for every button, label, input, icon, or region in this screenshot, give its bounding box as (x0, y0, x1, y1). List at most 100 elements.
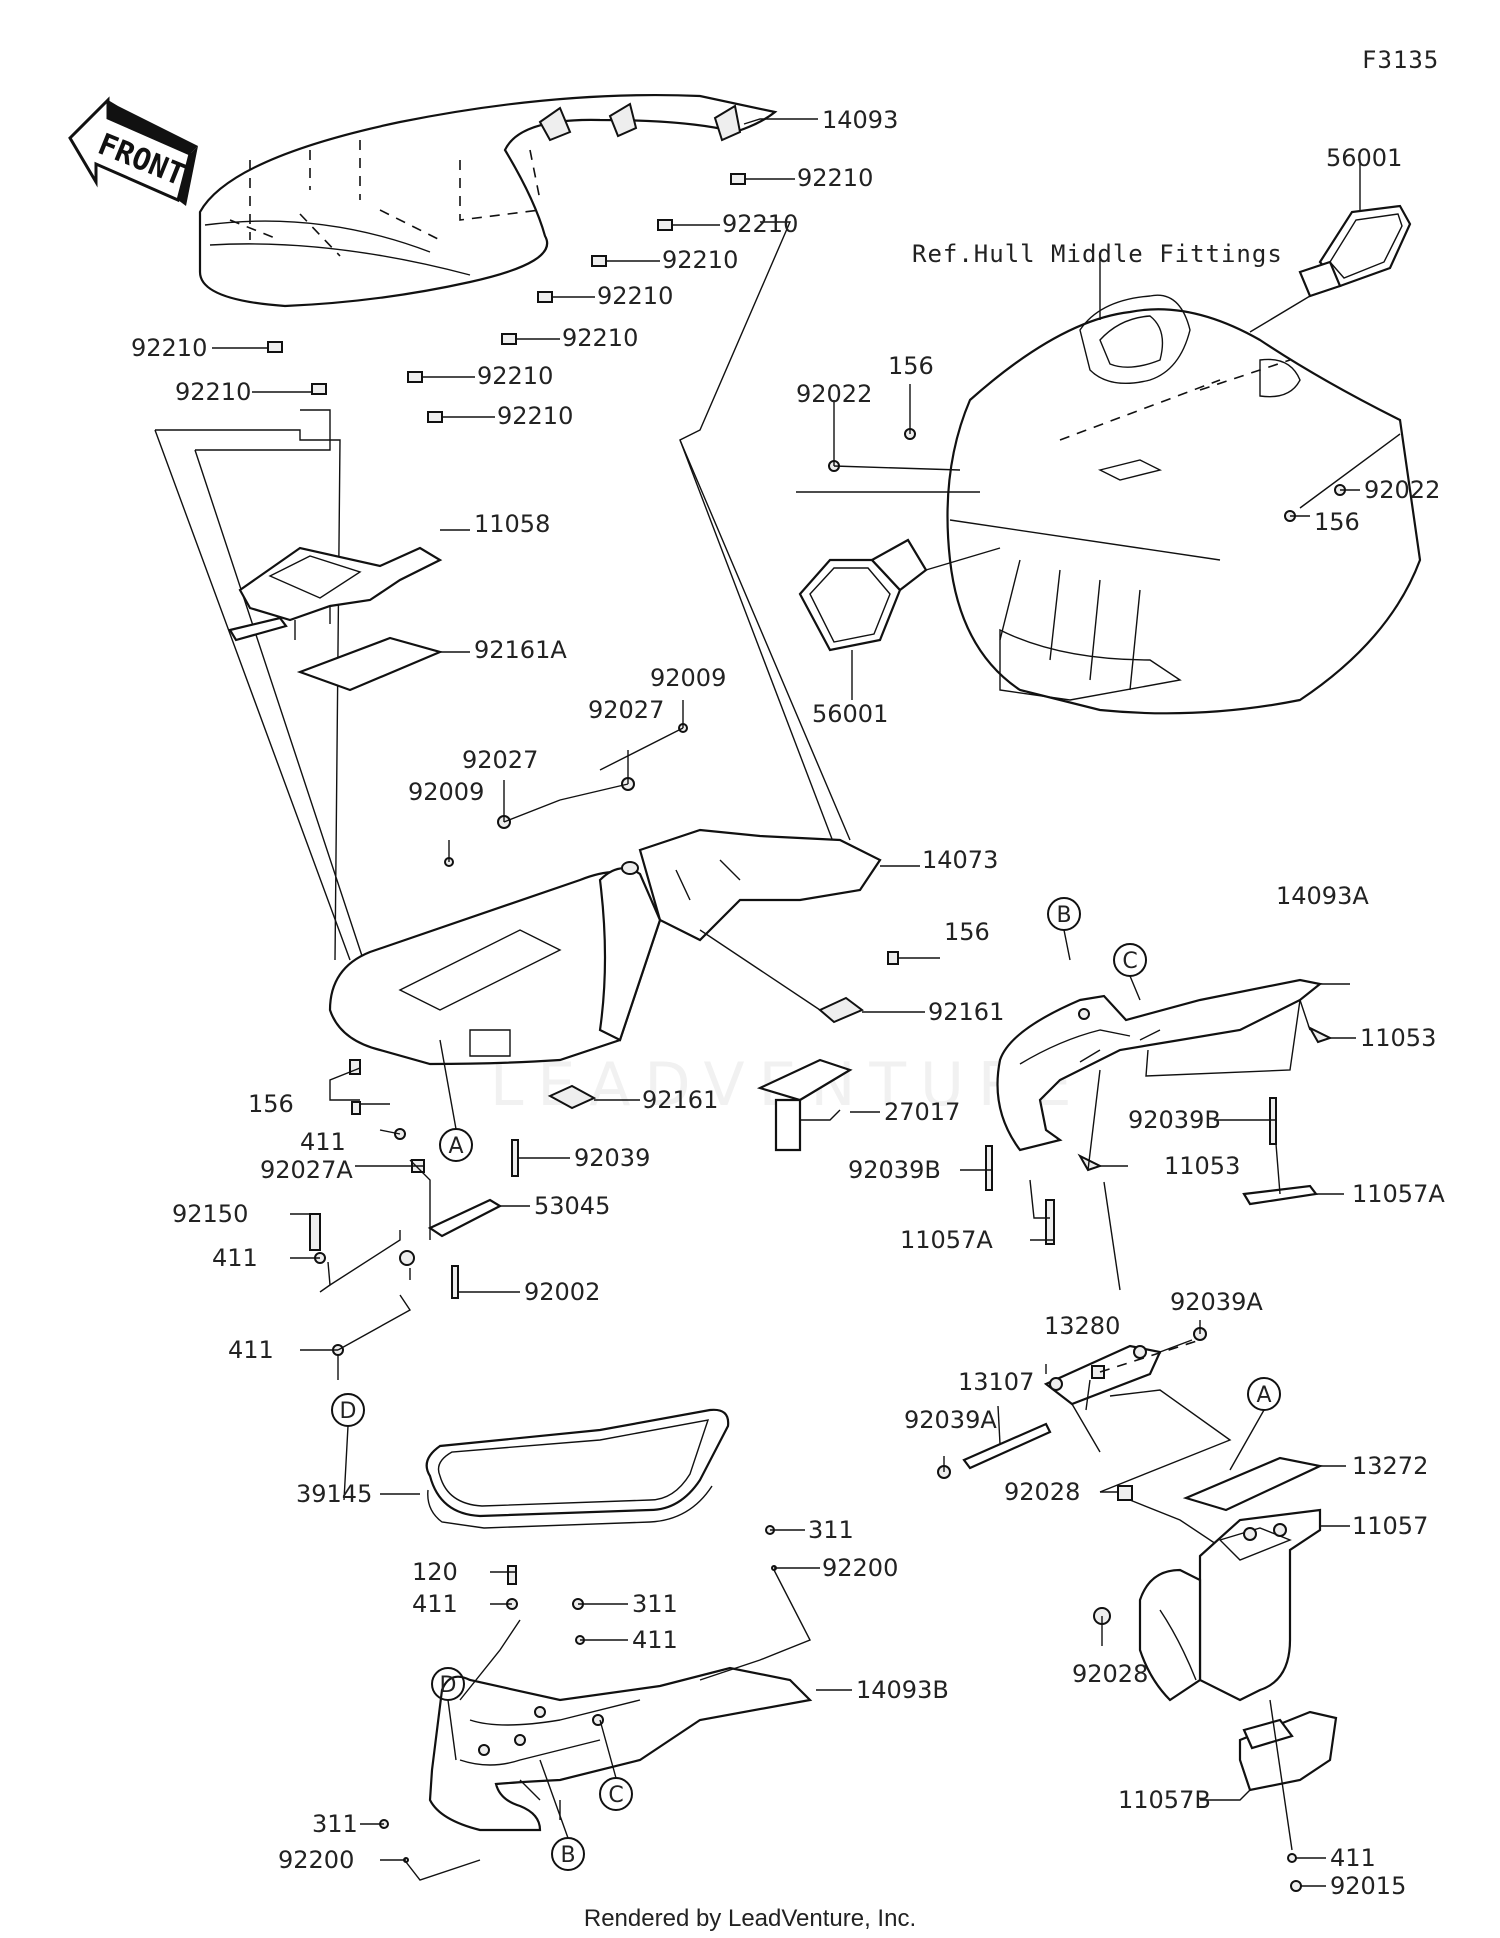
label-311-a: 311 (808, 1516, 854, 1544)
label-156-a: 156 (888, 352, 934, 380)
callout-A-left: A (448, 1134, 463, 1159)
label-92210-1: 92210 (797, 164, 873, 192)
cover-14093B (428, 1666, 813, 1832)
label-411-d: 411 (412, 1590, 458, 1618)
label-92210-3: 92210 (662, 246, 738, 274)
label-92161A: 92161A (474, 636, 567, 664)
cover-14093A (996, 978, 1350, 1152)
label-11053-b: 11053 (1164, 1152, 1240, 1180)
label-92039B-b: 92039B (848, 1156, 941, 1184)
assembly-lines-upper (154, 221, 851, 966)
bracket-11057 (1138, 1508, 1350, 1702)
label-92039A-b: 92039A (904, 1406, 997, 1434)
mirror-56001-top (1249, 160, 1412, 333)
pad-92161A (296, 636, 470, 692)
label-92027-b: 92027 (462, 746, 538, 774)
callout-C-lower: C (608, 1783, 623, 1808)
label-92210-2: 92210 (722, 210, 798, 238)
mirror-56001-bottom (798, 538, 1001, 700)
label-92022-a: 92022 (796, 380, 872, 408)
latch-parts-lower-left (290, 1101, 570, 1380)
base-plate-14073 (328, 828, 882, 1066)
label-92200-a: 92200 (822, 1554, 898, 1582)
pad-13272 (1182, 1456, 1346, 1512)
callout-A-right: A (1256, 1383, 1271, 1408)
callout-C-right: C (1122, 949, 1137, 974)
label-411-e: 411 (632, 1626, 678, 1654)
label-92015: 92015 (1330, 1872, 1406, 1900)
label-411-b: 411 (212, 1244, 258, 1272)
credit-line: Rendered by LeadVenture, Inc. (584, 1905, 916, 1932)
label-56001-top: 56001 (1326, 144, 1402, 172)
front-arrow-icon: FRONT (68, 96, 198, 206)
label-156-c: 156 (944, 918, 990, 946)
label-92039A-a: 92039A (1170, 1288, 1263, 1316)
leader-lines-base (329, 700, 940, 1101)
label-92009-a: 92009 (650, 664, 726, 692)
reference-note: Ref.Hull Middle Fittings (912, 240, 1283, 268)
label-14093A: 14093A (1276, 882, 1369, 910)
label-92022-b: 92022 (1364, 476, 1440, 504)
label-56001-bottom: 56001 (812, 700, 888, 728)
label-92210-8: 92210 (131, 334, 207, 362)
bracket-11058 (228, 529, 470, 642)
label-92210-6: 92210 (477, 362, 553, 390)
callout-B-right: B (1056, 903, 1071, 928)
part-number-labels: 14093 92210 92210 92210 92210 92210 9221… (131, 106, 1445, 1900)
label-156-d: 156 (248, 1090, 294, 1118)
label-92200-b: 92200 (278, 1846, 354, 1874)
label-11057B: 11057B (1118, 1786, 1211, 1814)
callout-D-lower: D (440, 1673, 457, 1698)
fasteners-lower-right (1269, 1699, 1326, 1892)
label-92039: 92039 (574, 1144, 650, 1172)
label-11057: 11057 (1352, 1512, 1428, 1540)
label-13107: 13107 (958, 1368, 1034, 1396)
label-92009-b: 92009 (408, 778, 484, 806)
label-411-c: 411 (228, 1336, 274, 1364)
label-92161-a: 92161 (928, 998, 1004, 1026)
seat-cover-14093 (198, 93, 778, 308)
label-92210-5: 92210 (562, 324, 638, 352)
callout-D-left: D (340, 1399, 357, 1424)
fasteners-upper-right (796, 384, 1401, 522)
label-14093B: 14093B (856, 1676, 949, 1704)
leader-lines-92210 (212, 118, 818, 418)
hull-middle-fittings (946, 294, 1422, 715)
hinge-13280 (1043, 1339, 1201, 1406)
label-11057A-a: 11057A (1352, 1180, 1445, 1208)
rod-13107 (962, 1405, 1052, 1470)
label-92210-7: 92210 (497, 402, 573, 430)
label-411-f: 411 (1330, 1844, 1376, 1872)
label-13272: 13272 (1352, 1452, 1428, 1480)
label-156-b: 156 (1314, 508, 1360, 536)
label-411-a: 411 (300, 1128, 346, 1156)
label-13280: 13280 (1044, 1312, 1120, 1340)
label-92210-9: 92210 (175, 378, 251, 406)
fasteners-13280-area (937, 1320, 1241, 1646)
callout-circles: A B C D A D C B (331, 897, 1281, 1871)
label-92002: 92002 (524, 1278, 600, 1306)
label-11053-a: 11053 (1360, 1024, 1436, 1052)
label-311-b: 311 (632, 1590, 678, 1618)
fasteners-14073-area (349, 723, 899, 1110)
label-311-c: 311 (312, 1810, 358, 1838)
label-27017: 27017 (884, 1098, 960, 1126)
label-92028-a: 92028 (1004, 1478, 1080, 1506)
label-39145: 39145 (296, 1480, 372, 1508)
bracket-11057B (1200, 1710, 1338, 1801)
label-92027A: 92027A (260, 1156, 353, 1184)
label-92161-b: 92161 (642, 1086, 718, 1114)
label-120: 120 (412, 1558, 458, 1586)
label-14073: 14073 (922, 846, 998, 874)
label-11057A-b: 11057A (900, 1226, 993, 1254)
label-92210-4: 92210 (597, 282, 673, 310)
callout-B-lower: B (560, 1843, 575, 1868)
label-14093: 14093 (822, 106, 898, 134)
label-53045: 53045 (534, 1192, 610, 1220)
label-92028-b: 92028 (1072, 1660, 1148, 1688)
label-92027-a: 92027 (588, 696, 664, 724)
label-92039B-a: 92039B (1128, 1106, 1221, 1134)
fasteners-right-middle (960, 999, 1356, 1291)
hinge-27017 (756, 1058, 880, 1152)
